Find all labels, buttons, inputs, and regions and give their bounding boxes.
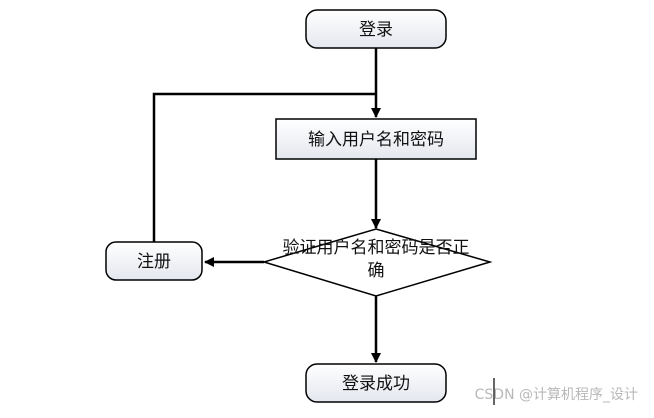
success-node: 登录成功	[305, 363, 447, 403]
decision-node: 验证用户名和密码是否正 确	[261, 228, 493, 297]
register-node: 注册	[105, 241, 203, 281]
watermark-text: CSDN @计算机程序_设计	[475, 387, 638, 403]
input-node-label: 输入用户名和密码	[308, 130, 444, 150]
decision-node-label-line1: 验证用户名和密码是否正	[283, 238, 470, 258]
edge-register-to-input	[152, 92, 376, 242]
success-node-label: 登录成功	[342, 374, 410, 394]
decision-node-label-line2: 确	[368, 261, 385, 281]
start-node-label: 登录	[359, 20, 393, 40]
start-node: 登录	[305, 9, 447, 49]
input-node: 输入用户名和密码	[275, 118, 477, 160]
register-node-label: 注册	[137, 252, 171, 272]
